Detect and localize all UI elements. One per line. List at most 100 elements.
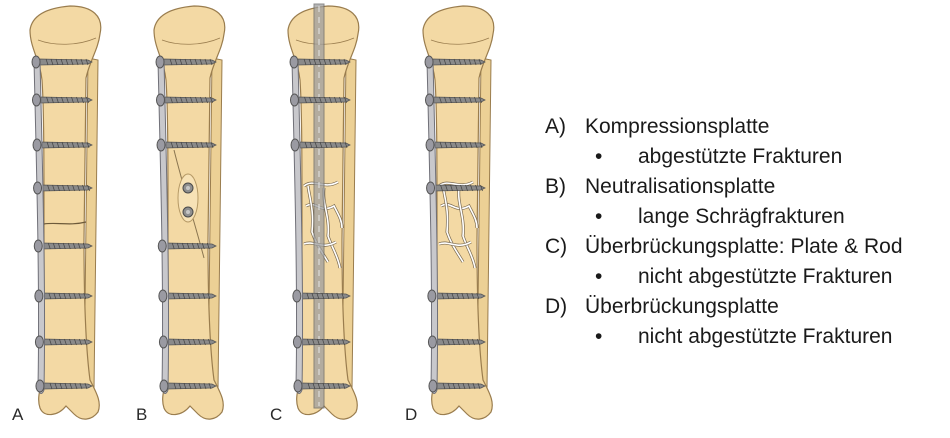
screw-thread	[67, 184, 70, 192]
legend-subitem-d: •nicht abgestützte Frakturen	[545, 322, 945, 352]
legend-subtext: lange Schrägfrakturen	[638, 205, 845, 228]
screw-thread	[480, 184, 483, 192]
screw-thread	[45, 58, 49, 66]
screw-thread	[56, 96, 59, 104]
legend-title: Überbrückungsplatte: Plate & Rod	[585, 235, 903, 258]
screw-thread	[66, 141, 70, 149]
screw-thread	[333, 58, 337, 66]
screw-thread	[443, 58, 447, 66]
panel-label: B	[136, 405, 147, 424]
screw-thread	[342, 382, 346, 390]
screw-thread	[66, 96, 69, 104]
tibia-bone	[29, 5, 102, 420]
screw-thread	[196, 242, 200, 250]
screw-thread	[469, 96, 472, 104]
screw-thread	[457, 382, 461, 390]
screw-thread	[311, 292, 315, 300]
screw-thread	[173, 338, 176, 346]
screw-thread	[195, 141, 199, 149]
screw-thread	[457, 338, 460, 346]
screw-thread	[207, 292, 211, 300]
screw-head	[427, 335, 437, 349]
screw-thread	[79, 338, 82, 346]
screw-thread	[182, 292, 186, 300]
legend-subitem-a: •abgestützte Frakturen	[545, 142, 945, 172]
screw-thread	[54, 338, 57, 346]
plate-types-legend: A)Kompressionsplatte •abgestützte Fraktu…	[545, 112, 945, 352]
screw-thread	[61, 141, 65, 149]
screw-thread	[198, 338, 201, 346]
screw-thread	[57, 242, 61, 250]
panel-label: C	[270, 405, 282, 424]
screw-head	[156, 138, 166, 152]
screw-thread	[59, 338, 62, 346]
screw-thread	[447, 338, 450, 346]
screw-head	[155, 55, 165, 69]
screw-thread	[338, 58, 342, 66]
screw-thread	[322, 382, 326, 390]
fracture-line	[440, 203, 478, 229]
screw-thread	[337, 382, 341, 390]
screw-thread	[177, 292, 181, 300]
screw-thread	[442, 338, 445, 346]
screw-thread	[343, 58, 347, 66]
screw-head	[157, 239, 167, 253]
screw-thread	[76, 96, 79, 104]
screw-thread	[176, 242, 180, 250]
legend-subtext: nicht abgestützte Frakturen	[638, 325, 893, 348]
screw-head	[426, 181, 436, 195]
legend-item-c: C)Überbrückungsplatte: Plate & Rod	[545, 232, 945, 262]
screw-thread	[442, 382, 446, 390]
screw-thread	[71, 141, 75, 149]
screw-head	[293, 379, 303, 393]
screw-thread	[339, 96, 342, 104]
screw-thread	[308, 58, 312, 66]
screw-head	[428, 379, 438, 393]
screw-thread	[48, 292, 52, 300]
screw-thread	[77, 184, 80, 192]
screw-thread	[467, 338, 470, 346]
screw-thread	[75, 58, 79, 66]
screw-thread	[68, 292, 72, 300]
screw-thread	[191, 242, 195, 250]
screw-thread	[174, 58, 178, 66]
screw-thread	[467, 382, 471, 390]
screw-thread	[454, 96, 457, 104]
screw-thread	[197, 292, 201, 300]
screw-head	[34, 289, 44, 303]
screw-thread	[173, 382, 177, 390]
screw-thread	[309, 96, 312, 104]
legend-item-d: D)Überbrückungsplatte	[545, 292, 945, 322]
screw-thread	[203, 338, 206, 346]
screw-thread	[466, 292, 470, 300]
screw-thread	[203, 382, 207, 390]
screw-thread	[81, 141, 85, 149]
screw-thread	[189, 58, 193, 66]
screw-thread	[85, 58, 89, 66]
screw-thread	[172, 292, 176, 300]
screw-thread	[184, 58, 188, 66]
screw-thread	[205, 96, 208, 104]
screw-thread	[76, 141, 80, 149]
screw-thread	[337, 338, 340, 346]
screw-thread	[202, 292, 206, 300]
fracture-line	[442, 185, 464, 263]
screw-thread	[47, 242, 51, 250]
screw-head	[33, 181, 43, 195]
legend-item-a: A)Kompressionsplatte	[545, 112, 945, 142]
screw-thread	[438, 58, 442, 66]
screw-thread	[73, 292, 77, 300]
screw-thread	[54, 382, 58, 390]
screw-thread	[474, 96, 477, 104]
screw-thread	[201, 242, 205, 250]
screw-thread	[318, 58, 322, 66]
screw-thread	[344, 141, 348, 149]
screw-thread	[470, 184, 473, 192]
screw-thread	[84, 338, 87, 346]
screw-thread	[62, 184, 65, 192]
screw-thread	[200, 96, 203, 104]
screw-thread	[303, 58, 307, 66]
screw-thread	[471, 292, 475, 300]
screw-head	[31, 93, 41, 107]
